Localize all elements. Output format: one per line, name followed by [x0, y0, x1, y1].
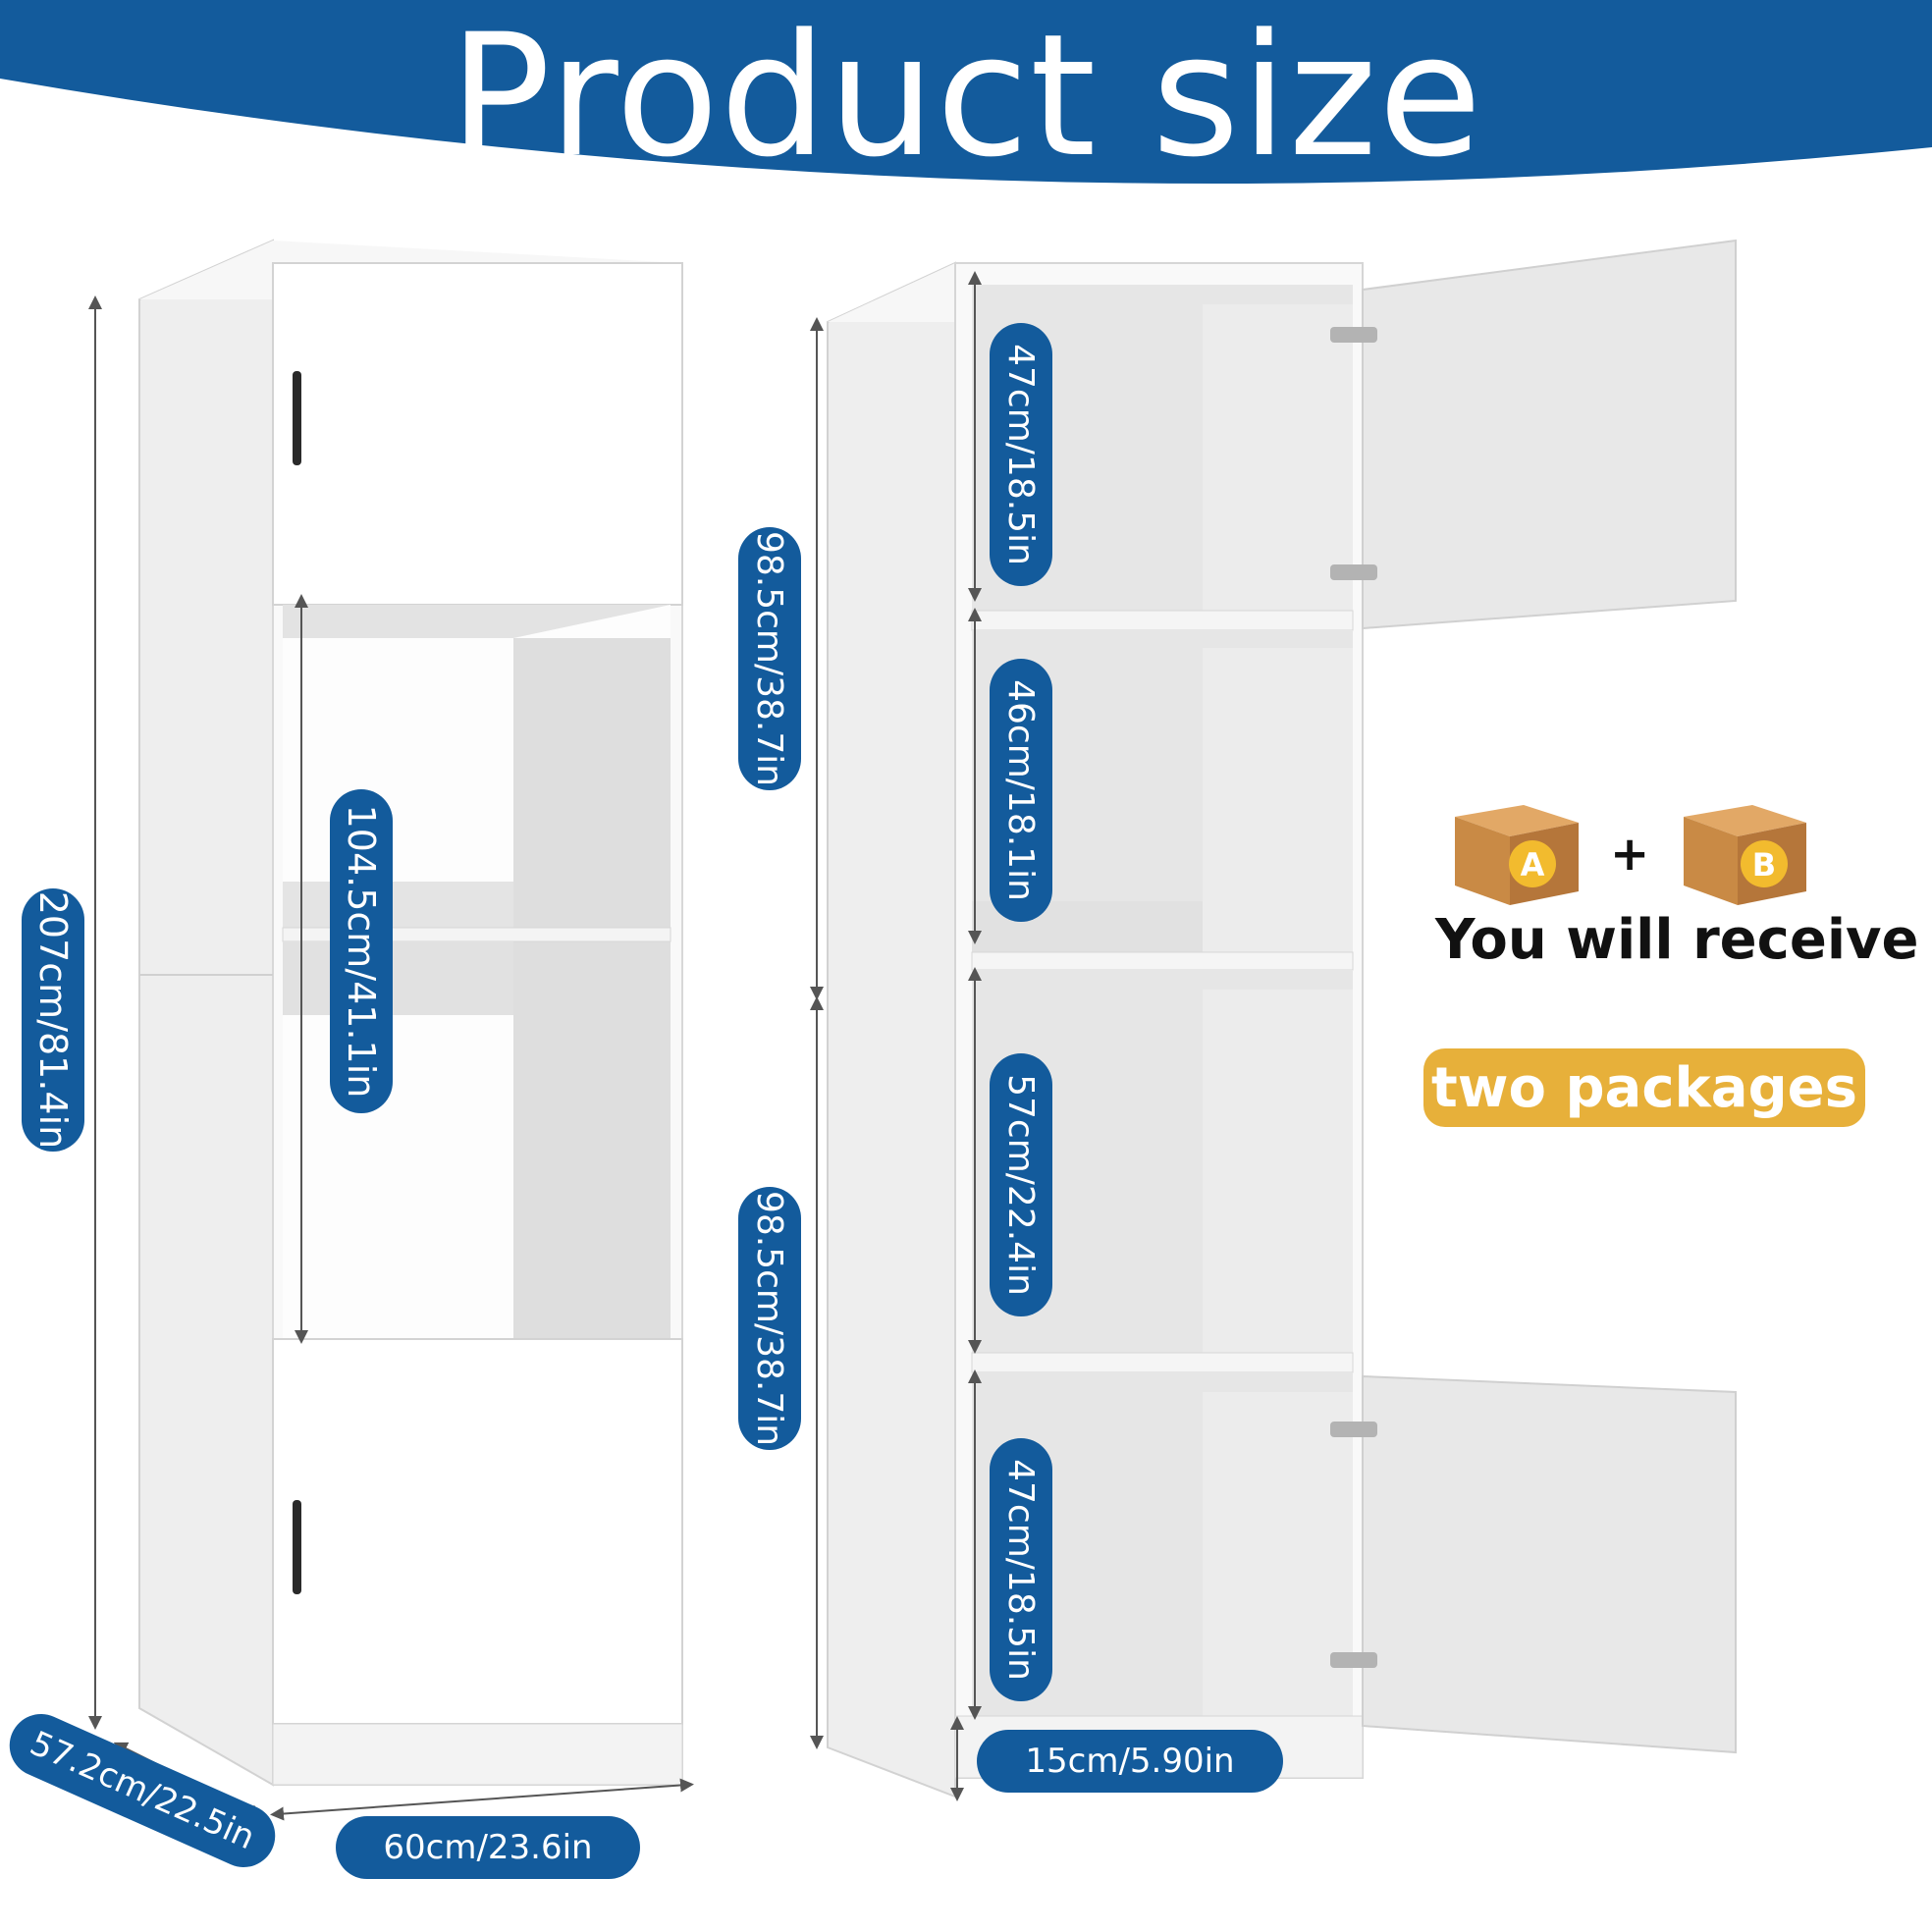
- label-width: 60cm/23.6in: [336, 1816, 640, 1879]
- label-opening-height: 104.5cm/41.1in: [330, 789, 393, 1113]
- box-b-icon: [1684, 805, 1806, 905]
- label-compartment-1: 47cm/18.5in: [990, 323, 1052, 586]
- label-upper-half: 98.5cm/38.7in: [738, 527, 801, 790]
- label-base: 15cm/5.90in: [977, 1730, 1283, 1793]
- box-a-icon: [1455, 805, 1579, 905]
- label-total-height: 207cm/81.4in: [22, 888, 84, 1152]
- lower-door: [272, 1338, 683, 1725]
- upper-door: [272, 262, 683, 606]
- lower-door-handle: [293, 1500, 301, 1594]
- label-lower-half: 98.5cm/38.7in: [738, 1187, 801, 1450]
- label-compartment-2: 46cm/18.1in: [990, 659, 1052, 922]
- box-a-letter: A: [1521, 846, 1545, 884]
- right-cabinet: [827, 239, 1737, 1798]
- page-title: Product size: [449, 0, 1483, 194]
- left-cabinet: [138, 239, 683, 1787]
- label-compartment-3: 57cm/22.4in: [990, 1053, 1052, 1316]
- lower-open-door: [1362, 1374, 1737, 1754]
- header-banner: [0, 0, 1932, 185]
- upper-door-handle: [293, 371, 301, 465]
- label-compartment-4: 47cm/18.5in: [990, 1438, 1052, 1701]
- plus-sign: +: [1610, 827, 1650, 882]
- upper-open-door: [1362, 239, 1737, 630]
- box-b-letter: B: [1752, 846, 1776, 884]
- receive-caption: You will receive: [1435, 908, 1919, 972]
- two-packages-badge: two packages: [1423, 1048, 1865, 1127]
